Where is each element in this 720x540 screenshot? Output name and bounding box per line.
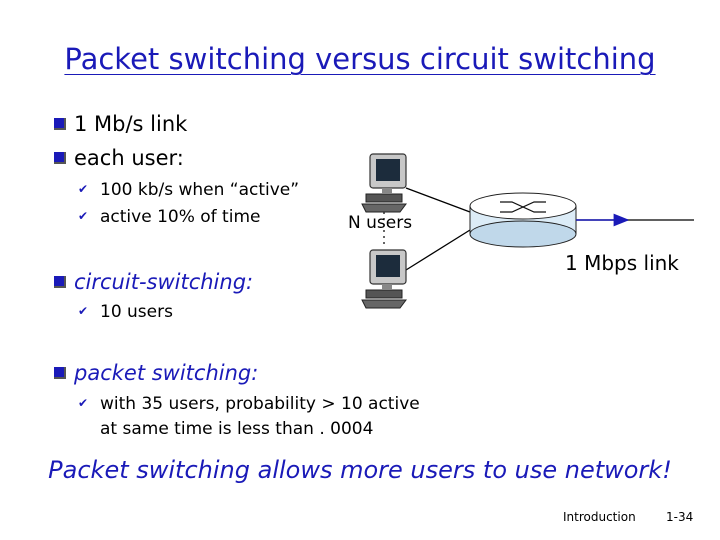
- sub-bullet-active-rate: ✔ 100 kb/s when “active”: [78, 180, 299, 200]
- check-bullet-icon: ✔: [78, 396, 89, 410]
- bullet-packet-switching: packet switching:: [54, 361, 258, 385]
- router-icon: [469, 192, 577, 248]
- sub-bullet-active-percent: ✔ active 10% of time: [78, 207, 260, 227]
- n-users-label: N users: [348, 213, 413, 233]
- square-bullet-icon: [54, 152, 66, 164]
- bullet-heading: circuit-switching:: [74, 270, 254, 294]
- sub-bullet-text: active 10% of time: [100, 207, 261, 227]
- computer-icon: [361, 153, 407, 213]
- user-link-line: [405, 229, 471, 271]
- footer-section-label: Introduction: [563, 510, 636, 524]
- bullet-heading: packet switching:: [74, 361, 259, 385]
- square-bullet-icon: [54, 367, 66, 379]
- square-bullet-icon: [54, 118, 66, 130]
- check-bullet-icon: ✔: [78, 182, 89, 196]
- square-bullet-icon: [54, 276, 66, 288]
- bullet-each-user: each user:: [54, 146, 184, 170]
- bullet-link-speed: 1 Mb/s link: [54, 112, 187, 136]
- bullet-circuit-switching: circuit-switching:: [54, 270, 253, 294]
- footer-page-number: 1-34: [666, 510, 694, 524]
- sub-bullet-text: with 35 users, probability > 10 active: [100, 394, 420, 414]
- bullet-text: 1 Mb/s link: [74, 112, 188, 136]
- sub-bullet-packet-probability: ✔ with 35 users, probability > 10 active: [78, 394, 420, 414]
- tagline: Packet switching allows more users to us…: [48, 456, 672, 484]
- user-link-line: [405, 187, 471, 213]
- sub-bullet-packet-probability-cont: at same time is less than . 0004: [100, 419, 374, 439]
- sub-bullet-text: 100 kb/s when “active”: [100, 180, 300, 200]
- computer-icon: [361, 249, 407, 309]
- check-bullet-icon: ✔: [78, 209, 89, 223]
- check-bullet-icon: ✔: [78, 304, 89, 318]
- slide-title: Packet switching versus circuit switchin…: [64, 42, 656, 76]
- link-speed-label: 1 Mbps link: [565, 251, 679, 275]
- sub-bullet-text: 10 users: [100, 302, 173, 322]
- sub-bullet-circuit-users: ✔ 10 users: [78, 302, 173, 322]
- bullet-text: each user:: [74, 146, 184, 170]
